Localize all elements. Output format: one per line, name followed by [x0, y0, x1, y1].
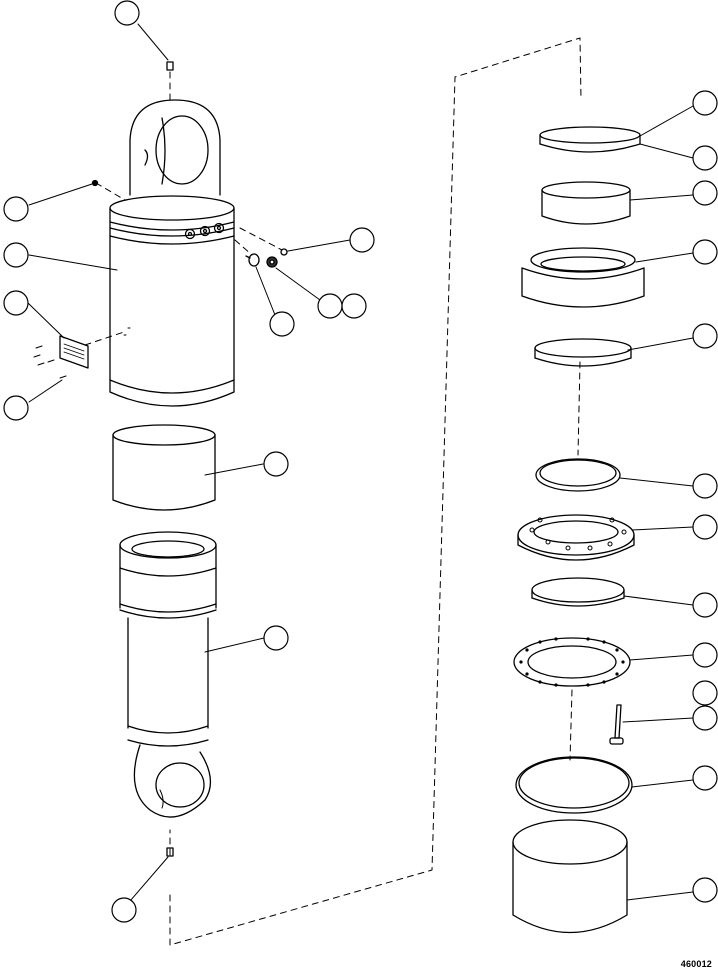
- assembly-path: [84, 37, 582, 946]
- callout-bubble: [692, 680, 718, 706]
- gasket-flange: [513, 637, 631, 687]
- grease-fitting-bottom: [166, 847, 174, 857]
- callout-bubble: [692, 180, 718, 206]
- callout-bubble: [263, 625, 289, 651]
- o-ring-large: [515, 756, 633, 814]
- callout-bubble: [692, 642, 718, 668]
- barrel: [109, 99, 235, 407]
- callout-bubble: [341, 293, 367, 319]
- callout-bubble: [692, 514, 718, 540]
- plug: [245, 253, 260, 267]
- callout-bubble: [692, 592, 718, 618]
- callout-bubble: [692, 145, 718, 171]
- callout-bubble: [692, 323, 718, 349]
- rod: [119, 531, 217, 818]
- drive-screws: [33, 345, 67, 379]
- callout-bubble: [692, 765, 718, 791]
- piston-seal: [531, 577, 625, 607]
- callout-bubble: [692, 705, 718, 731]
- callout-bubble: [114, 0, 140, 26]
- seal-washer: [266, 256, 278, 268]
- bolt: [609, 704, 624, 745]
- head-gland: [534, 338, 632, 367]
- grease-fitting-top: [166, 61, 174, 71]
- backup-ring: [541, 181, 631, 225]
- leader-lines: [27, 23, 694, 909]
- callout-bubble: [692, 473, 718, 499]
- callout-bubble: [3, 196, 29, 222]
- piston: [512, 819, 628, 934]
- callout-bubble: [3, 242, 29, 268]
- callout-bubble: [3, 290, 29, 316]
- callout-bubble: [692, 239, 718, 265]
- callout-bubble: [349, 227, 375, 253]
- o-ring: [280, 248, 288, 256]
- bushing-upper: [112, 424, 216, 511]
- callout-bubble: [317, 293, 343, 319]
- callout-bubble: [111, 897, 137, 923]
- wiper-bushing: [521, 247, 645, 308]
- decal: [59, 335, 89, 369]
- callout-bubble: [269, 311, 295, 337]
- grease-fitting-side: [91, 179, 99, 187]
- figure-id-label: 460012: [680, 959, 712, 969]
- callout-bubble: [692, 877, 718, 903]
- wear-ring: [539, 126, 641, 153]
- retaining-flange: [517, 514, 635, 561]
- callout-bubble: [3, 395, 29, 421]
- rod-seal: [535, 458, 621, 492]
- callout-bubble: [692, 90, 718, 116]
- callout-bubble: [263, 451, 289, 477]
- callout-bubbles: [3, 0, 718, 923]
